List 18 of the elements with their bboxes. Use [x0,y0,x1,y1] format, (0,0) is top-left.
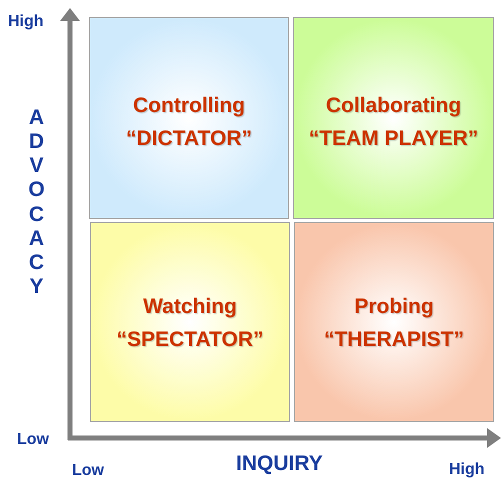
quadrant-role: “TEAM PLAYER” [308,126,478,152]
quadrant-role: “THERAPIST” [324,326,464,353]
axis-end-label: Low [72,461,104,479]
quadrant-title: Watching [143,294,237,320]
axis-title: INQUIRY [236,451,323,476]
quadrant-box [294,222,494,422]
axis-end-label: High [8,12,44,32]
quadrant-title: Controlling [133,93,245,119]
quadrant-box [89,17,289,219]
axis-end-label: Low [17,430,49,450]
quadrant-box [293,17,494,219]
quadrant-title: Probing [354,294,434,320]
quadrant-role: “DICTATOR” [126,126,252,152]
axis-end-label: High [449,460,485,479]
quadrant-role: “SPECTATOR” [116,326,264,353]
quadrant-title: Collaborating [326,93,462,119]
axis-title: ADVOCACY [27,106,46,300]
quadrant-box [90,222,290,422]
